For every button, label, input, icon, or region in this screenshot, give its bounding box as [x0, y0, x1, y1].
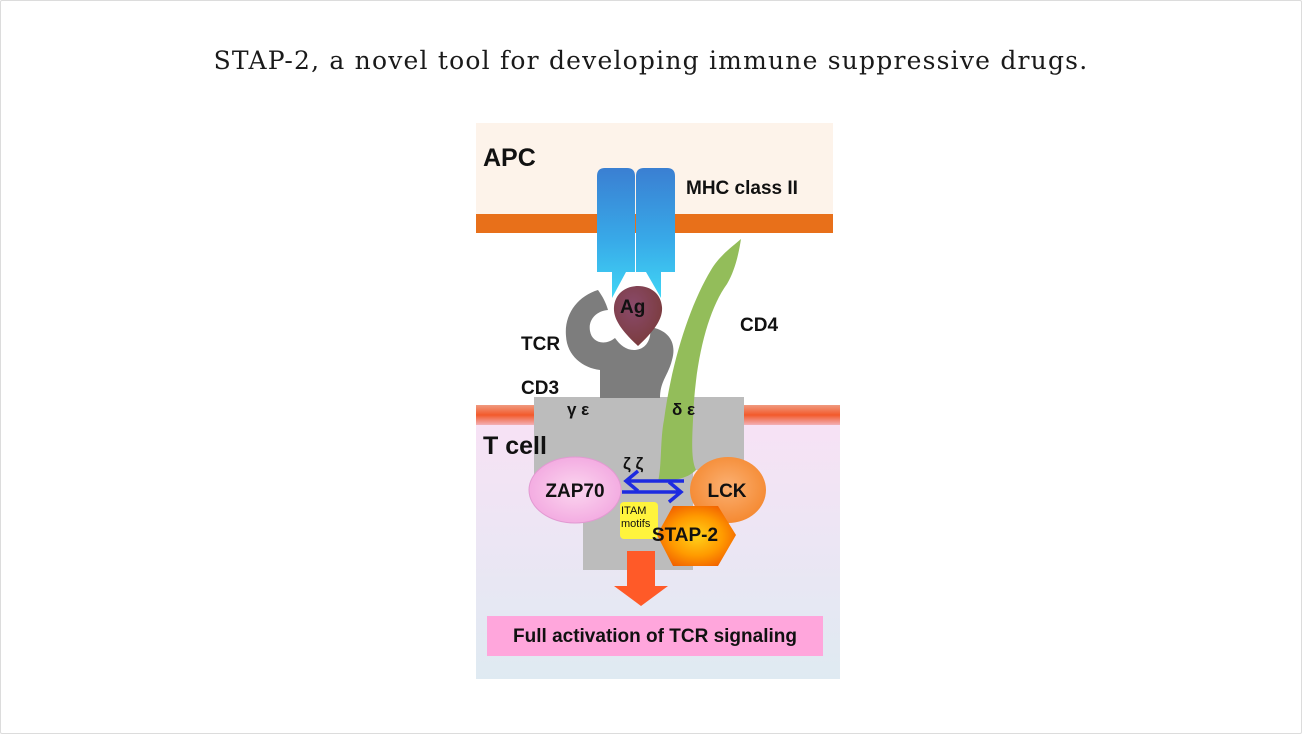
tcr-receptor [565, 290, 674, 398]
arrow-to-lck [622, 480, 684, 504]
mhc-chain-left [597, 168, 635, 298]
apc-label: APC [483, 144, 536, 172]
stap2-label: STAP-2 [652, 525, 718, 546]
activation-arrow [614, 551, 668, 606]
itam-label-line1: ITAM [621, 505, 646, 517]
zap70-label: ZAP70 [545, 481, 604, 502]
page-title: STAP-2, a novel tool for developing immu… [213, 46, 1089, 75]
tcr-label: TCR [521, 334, 560, 355]
result-box [487, 616, 823, 656]
zeta-zeta-label: ζ ζ [623, 454, 644, 473]
mhc-chain-right [636, 168, 675, 298]
itam-label-line2: motifs [621, 518, 651, 530]
cd4-label: CD4 [740, 315, 778, 336]
delta-epsilon-label: δ ε [672, 400, 695, 419]
itam-motifs-box [620, 502, 658, 539]
antigen-shape [613, 286, 663, 346]
result-label: Full activation of TCR signaling [513, 626, 797, 647]
arrow-to-zap70 [623, 469, 684, 493]
lck-label: LCK [707, 481, 746, 502]
cd4-coreceptor [658, 239, 741, 482]
zap70-shape [528, 456, 622, 524]
cd3-label: CD3 [521, 378, 559, 399]
ag-label: Ag [620, 297, 645, 318]
stap2-shape [657, 506, 736, 566]
gamma-epsilon-label: γ ε [567, 400, 589, 419]
tcell-label: T cell [483, 432, 547, 460]
mhc-label: MHC class II [686, 178, 798, 199]
